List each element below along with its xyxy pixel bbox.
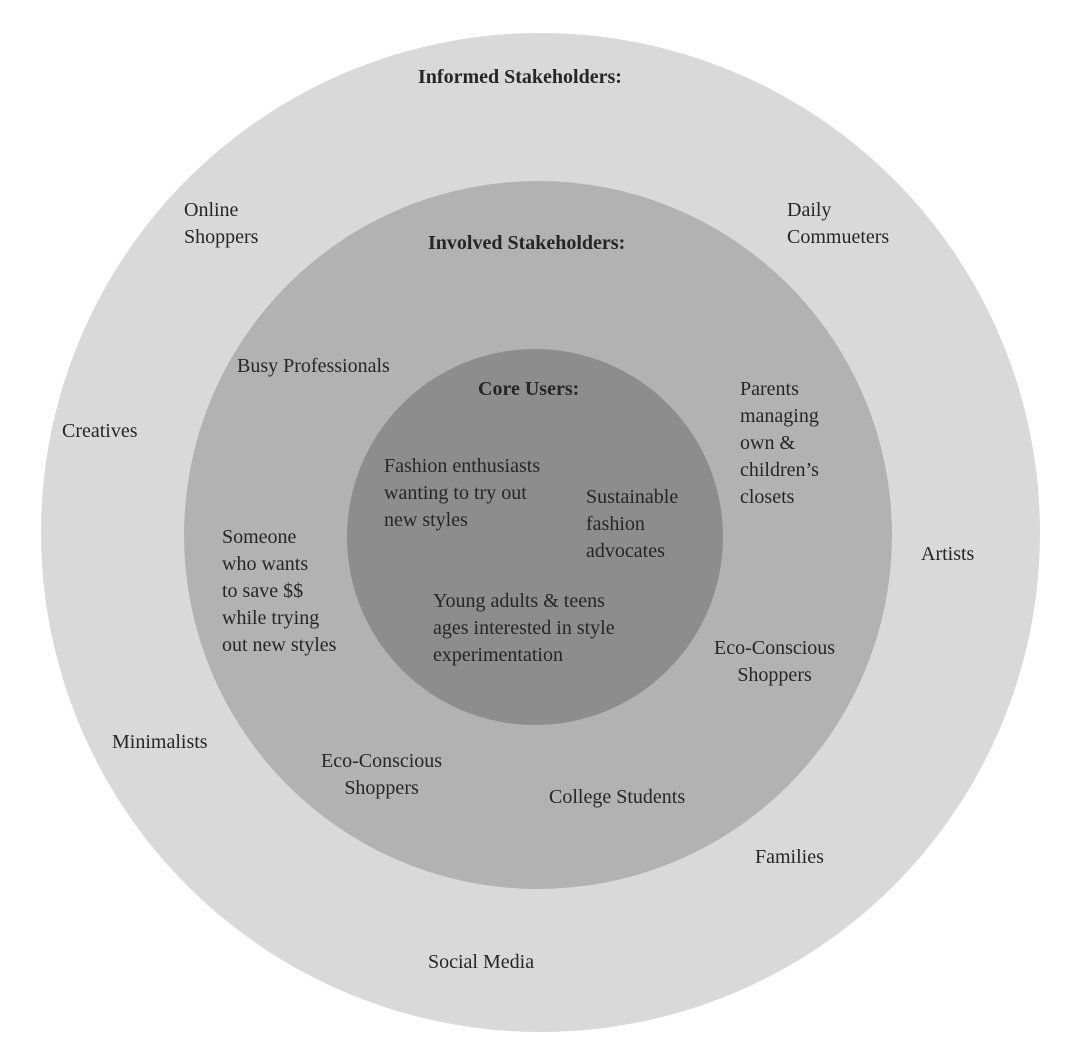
label-minimalists: Minimalists <box>112 731 208 753</box>
label-daily-commuters: Daily Commueters <box>787 199 890 248</box>
core-users-circle <box>347 349 723 725</box>
label-creatives: Creatives <box>62 420 138 442</box>
label-artists: Artists <box>921 543 975 565</box>
label-college-students: College Students <box>549 786 686 808</box>
label-social-media: Social Media <box>428 951 535 973</box>
label-someone-save-money: Someone who wants to save $$ while tryin… <box>222 526 337 656</box>
label-young-adults-teens: Young adults & teens ages interested in … <box>433 590 615 666</box>
involved-stakeholders-heading: Involved Stakeholders: <box>428 232 626 254</box>
label-sustainable-advocates: Sustainable fashion advocates <box>586 486 679 562</box>
label-eco-conscious-right: Eco-Conscious Shoppers <box>714 637 836 686</box>
label-online-shoppers: Online Shoppers <box>184 199 259 248</box>
label-busy-professionals: Busy Professionals <box>237 355 390 377</box>
label-parents: Parents managing own & children’s closet… <box>740 378 819 508</box>
label-eco-conscious-left: Eco-Conscious Shoppers <box>321 750 443 799</box>
label-families: Families <box>755 846 824 868</box>
label-fashion-enthusiasts: Fashion enthusiasts wanting to try out n… <box>384 455 541 531</box>
core-users-heading: Core Users: <box>478 378 580 400</box>
informed-stakeholders-heading: Informed Stakeholders: <box>418 66 622 88</box>
